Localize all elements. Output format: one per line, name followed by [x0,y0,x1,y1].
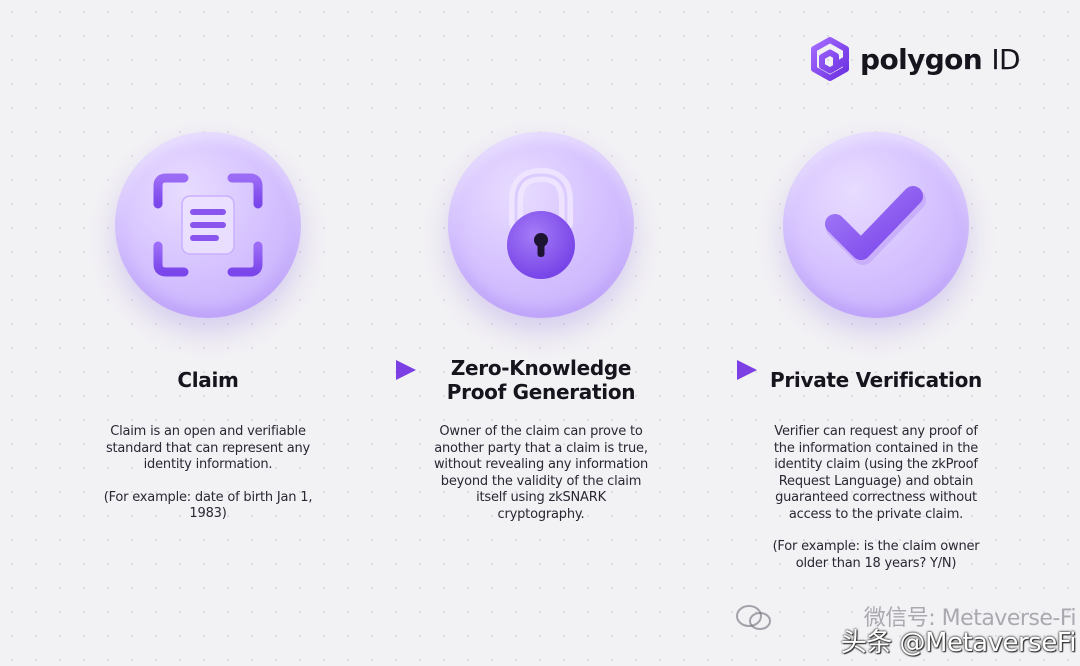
logo-wordmark: polygon ID [860,42,1021,76]
step-title: Zero-Knowledge Proof Generation [446,352,636,408]
step-claim: Claim Claim is an open and verifiable st… [58,132,358,523]
claim-circle [115,132,301,318]
arrow-right-icon [320,360,416,380]
claim-scan-icon [153,173,263,277]
step-title-line1: Zero-Knowledge [450,356,632,380]
padlock-icon [507,167,575,279]
checkmark-circle [783,132,969,318]
step-example: (For example: is the claim owner older t… [772,539,980,571]
step-title: Claim [177,368,239,392]
step-title: Private Verification [770,368,982,392]
arrow-right-icon [661,360,757,380]
polygon-logo-icon [811,37,849,81]
logo-suffix: ID [991,42,1020,76]
step-title-line2: Proof Generation [446,380,636,404]
step-description: Owner of the claim can prove to another … [433,424,649,522]
step-example: (For example: date of birth Jan 1, 1983) [103,489,313,522]
wechat-icon [736,605,771,630]
checkmark-icon [825,186,926,265]
polygon-id-logo: polygon ID [808,36,1021,82]
step-description: Claim is an open and verifiable standard… [105,424,311,472]
step-private-verification: Private Verification Verifier can reques… [726,132,1026,572]
logo-name: polygon [860,42,983,76]
step-zk-proof: Zero-Knowledge Proof Generation Owner of… [391,132,691,523]
watermark-toutiao: 头条 @MetaverseFi [840,628,1077,658]
watermark-wechat: 微信号: Metaverse-Fi [863,606,1077,631]
padlock-circle [448,132,634,318]
watermark: 微信号: Metaverse-Fi 头条 @MetaverseFi [736,600,1077,660]
step-description: Verifier can request any proof of the in… [773,424,979,522]
